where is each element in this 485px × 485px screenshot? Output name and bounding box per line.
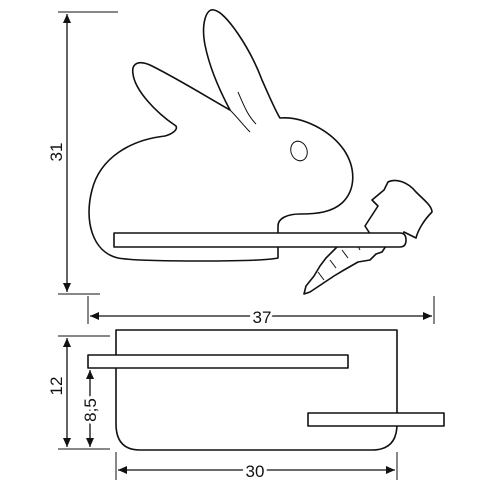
width-total-label: 37 bbox=[253, 308, 272, 327]
lower-shelf-plank bbox=[307, 412, 445, 427]
side-height-label: 12 bbox=[47, 377, 66, 396]
upper-shelf-plank bbox=[87, 354, 349, 369]
carrot-top-leaves bbox=[364, 179, 433, 247]
bunny-eye bbox=[290, 140, 308, 162]
carrot-lines bbox=[317, 241, 361, 281]
side-width-label: 30 bbox=[246, 462, 265, 481]
height-total-label: 31 bbox=[47, 143, 66, 162]
bunny-ear-line bbox=[229, 109, 251, 133]
side-body bbox=[115, 329, 398, 451]
bunny-ear-line-2 bbox=[237, 91, 257, 125]
side-view: 12 8,5 30 bbox=[47, 329, 445, 484]
carrot-body bbox=[303, 233, 387, 295]
side-inner-height-label: 8,5 bbox=[81, 398, 100, 422]
front-shelf bbox=[113, 232, 407, 248]
front-view: 31 37 bbox=[47, 9, 435, 330]
bunny-silhouette bbox=[88, 9, 354, 262]
